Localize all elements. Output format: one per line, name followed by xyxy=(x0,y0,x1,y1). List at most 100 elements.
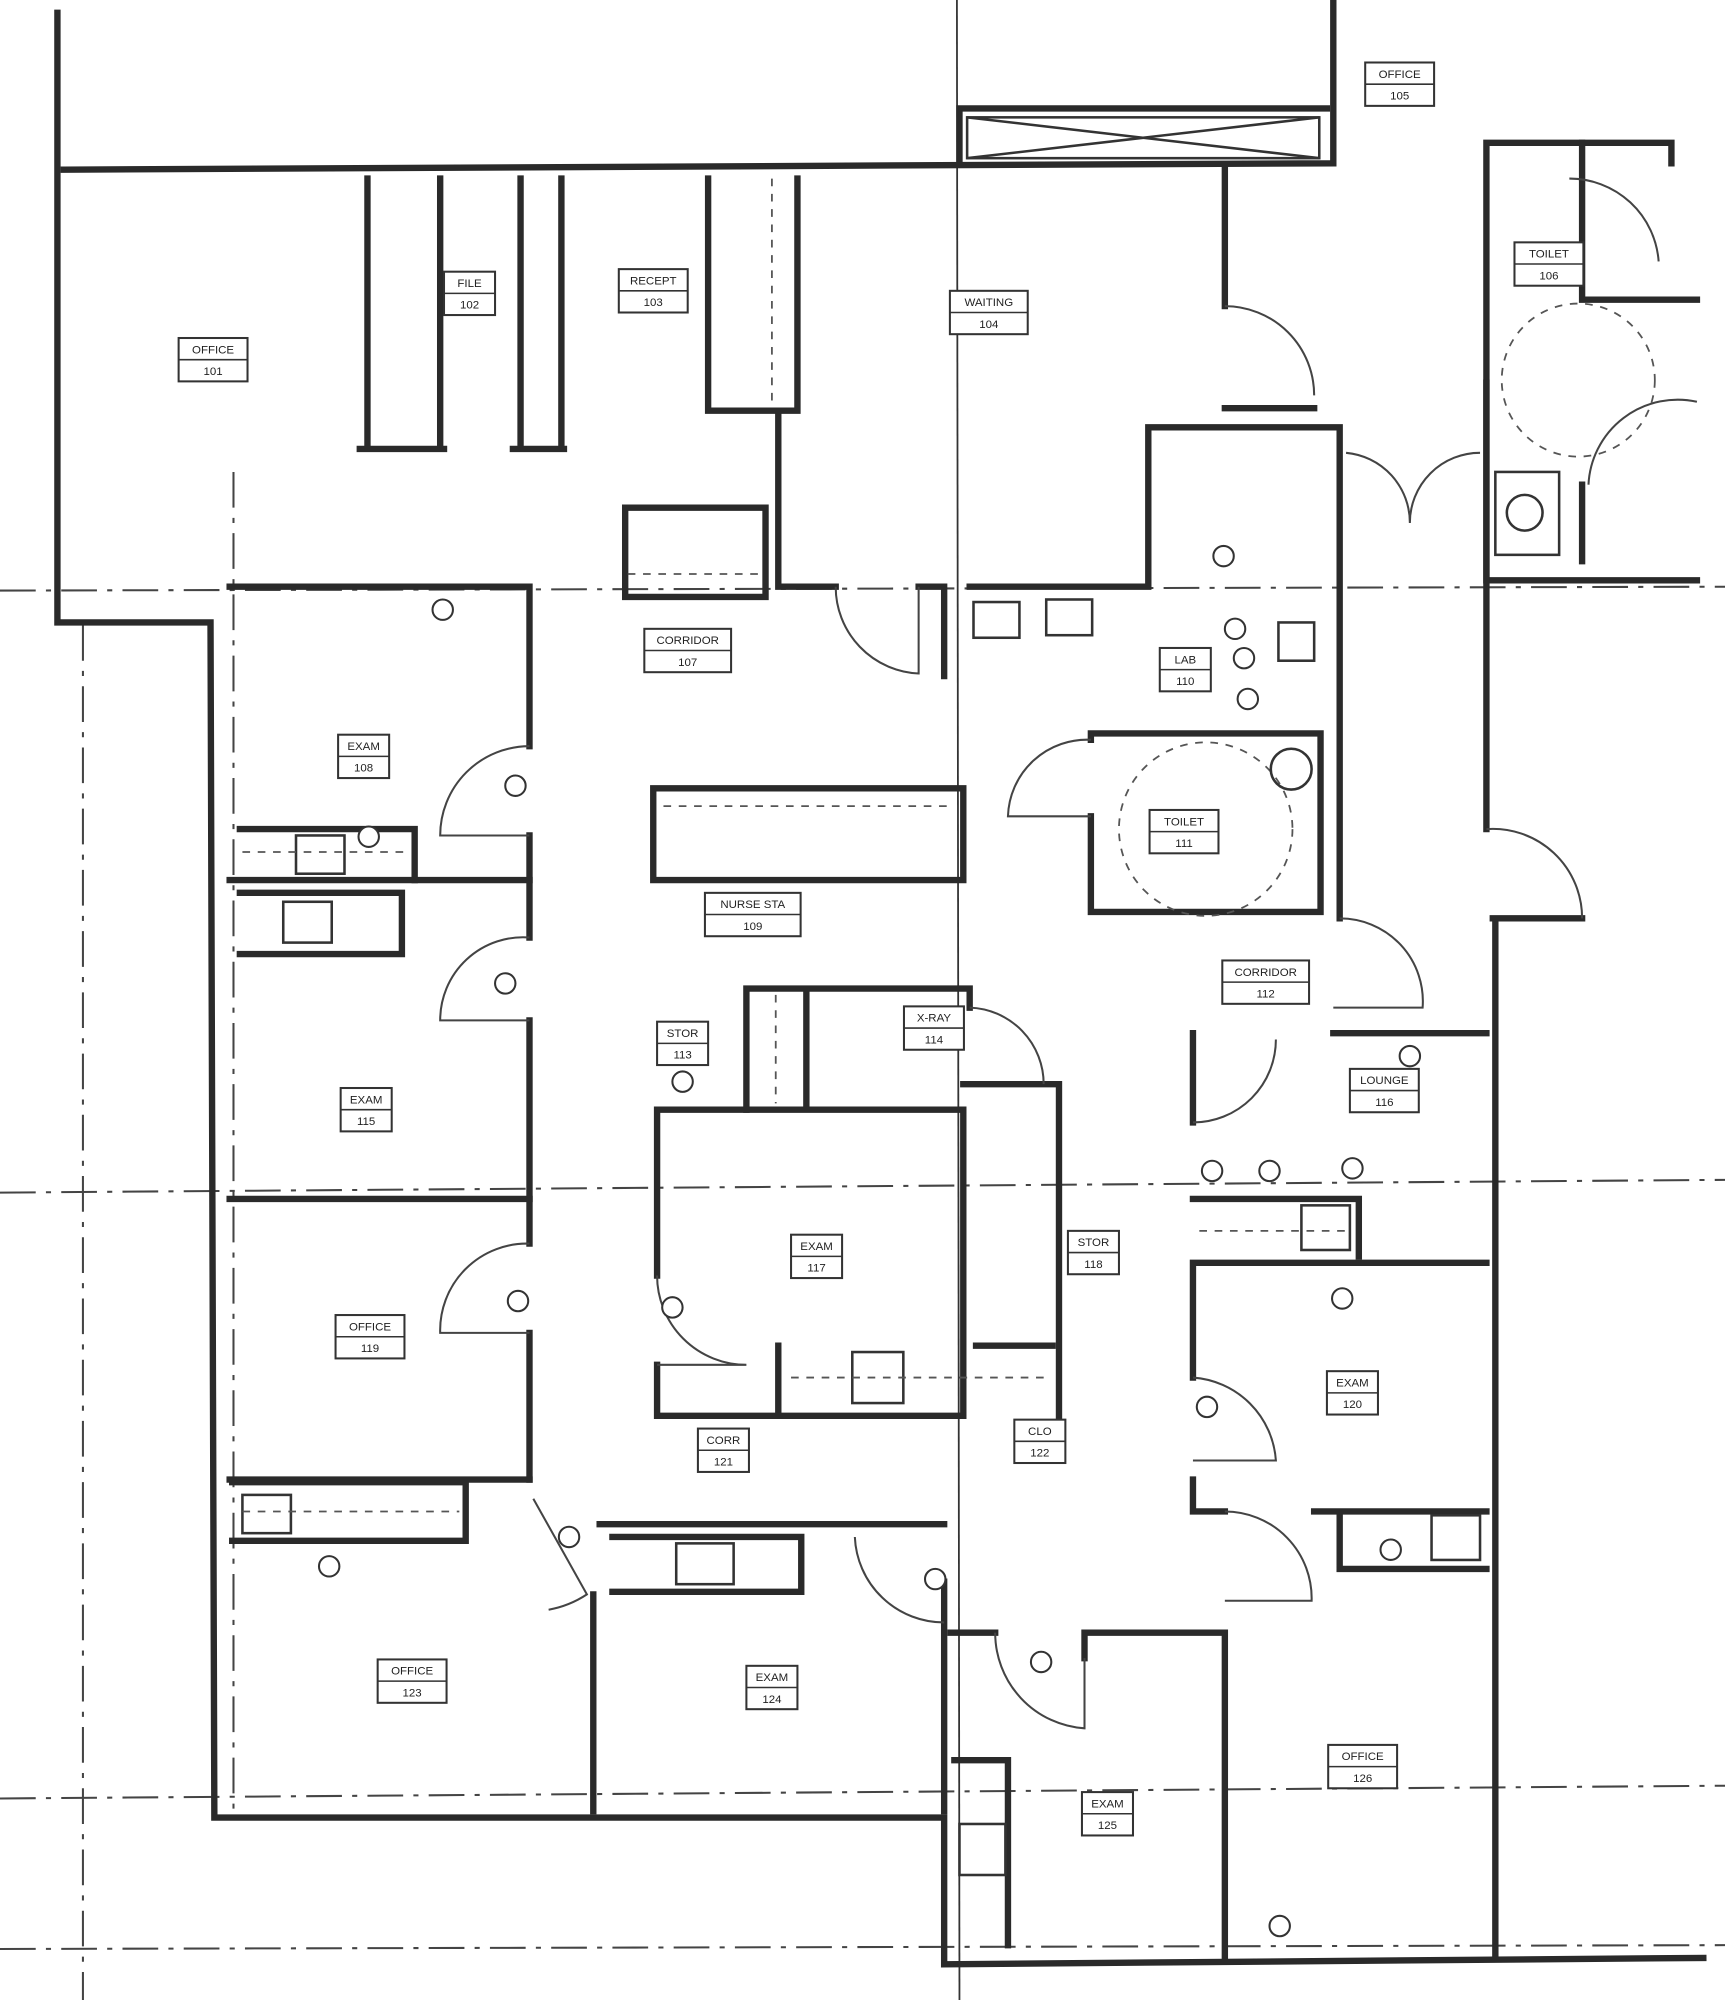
room-number: 101 xyxy=(204,366,223,378)
room-number: 123 xyxy=(403,1687,422,1699)
equipment-tag-icon xyxy=(431,598,454,621)
turning-circle xyxy=(1500,302,1656,458)
room-name: STOR xyxy=(667,1028,699,1040)
room-name: OFFICE xyxy=(192,344,234,356)
room-number: 122 xyxy=(1030,1448,1049,1460)
equipment-tag-icon xyxy=(923,1567,947,1591)
hatched-box xyxy=(965,116,1321,160)
sink-icon xyxy=(294,834,346,875)
room-name: EXAM xyxy=(756,1672,789,1684)
room-number: 124 xyxy=(762,1694,782,1706)
room-number: 125 xyxy=(1098,1820,1117,1832)
room-name: EXAM xyxy=(347,741,380,753)
room-name: LAB xyxy=(1174,654,1196,666)
room-label: OFFICE 101 xyxy=(177,336,249,383)
equipment-tag-icon xyxy=(1341,1157,1364,1180)
room-number: 103 xyxy=(644,297,663,309)
equipment-tags xyxy=(317,544,1422,1938)
room-name: NURSE STA xyxy=(720,899,785,911)
room-number: 111 xyxy=(1175,838,1192,850)
room-name: EXAM xyxy=(800,1241,833,1253)
room-label: EXAM 108 xyxy=(337,733,391,780)
room-name: OFFICE xyxy=(1342,1751,1384,1763)
room-label: WAITING 104 xyxy=(948,289,1029,336)
equipment-tag-icon xyxy=(1232,646,1256,670)
equipment-tag-icon xyxy=(1223,617,1247,641)
sink-icon xyxy=(674,1542,735,1586)
room-number: 118 xyxy=(1084,1259,1102,1271)
room-label: RECEPT 103 xyxy=(617,268,689,314)
equipment-tag-icon xyxy=(1236,687,1260,711)
equipment-tag-icon xyxy=(357,825,380,848)
sink-icon xyxy=(241,1493,293,1535)
room-name: CORRIDOR xyxy=(656,635,718,647)
room-label: LOUNGE 116 xyxy=(1348,1067,1420,1114)
room-number: 116 xyxy=(1375,1097,1393,1109)
sink-icon xyxy=(958,1822,1007,1877)
room-label: TOILET 106 xyxy=(1513,241,1585,287)
room-number: 110 xyxy=(1176,676,1194,688)
room-label: NURSE STA 109 xyxy=(703,891,802,938)
room-name: EXAM xyxy=(350,1094,383,1106)
equipment-tag-icon xyxy=(1268,1914,1291,1938)
equipment-tag-icon xyxy=(506,1289,530,1313)
room-name: TOILET xyxy=(1164,816,1204,828)
equipment-tag-icon xyxy=(1398,1044,1422,1068)
room-number: 102 xyxy=(460,300,479,312)
room-number: 121 xyxy=(714,1457,733,1469)
sink-icon xyxy=(1277,621,1316,662)
equipment-tag-icon xyxy=(504,774,527,797)
equipment-tag-icon xyxy=(1331,1287,1354,1310)
room-number: 108 xyxy=(354,763,373,775)
sink-icon xyxy=(1300,1204,1352,1252)
door-swings xyxy=(439,177,1698,1730)
room-number: 119 xyxy=(361,1343,379,1355)
room-number: 109 xyxy=(743,921,762,933)
equipment-tag-icon xyxy=(1212,544,1235,568)
room-number: 126 xyxy=(1353,1773,1372,1785)
room-label: OFFICE 119 xyxy=(334,1314,406,1360)
toilet-fixture xyxy=(1494,470,1561,557)
room-labels: OFFICE 101 FILE 102 RECEPT 103 WAITING 104 O… xyxy=(177,61,1585,1837)
equipment-tag-icon xyxy=(671,1070,694,1093)
room-name: TOILET xyxy=(1529,249,1569,261)
equipment-tag-icon xyxy=(1200,1159,1224,1183)
fixtures xyxy=(241,178,1656,1877)
room-number: 113 xyxy=(673,1050,691,1062)
equipment-tag-icon xyxy=(1029,1650,1053,1674)
room-name: OFFICE xyxy=(1379,69,1421,81)
sink-icon xyxy=(1430,1514,1482,1562)
room-number: 112 xyxy=(1257,988,1275,1000)
room-label: OFFICE 126 xyxy=(1327,1743,1399,1790)
room-name: LOUNGE xyxy=(1360,1075,1409,1087)
room-label: EXAM 124 xyxy=(745,1664,799,1711)
equipment-tag-icon xyxy=(557,1525,581,1549)
equipment-tag-icon xyxy=(1195,1395,1219,1419)
sink-icon xyxy=(281,900,334,944)
equipment-tag-icon xyxy=(661,1296,684,1319)
room-label: LAB 110 xyxy=(1158,646,1212,693)
room-name: CORR xyxy=(707,1435,741,1447)
room-name: FILE xyxy=(457,278,482,290)
room-name: CLO xyxy=(1028,1426,1052,1438)
room-name: RECEPT xyxy=(630,275,677,287)
room-number: 120 xyxy=(1343,1399,1362,1411)
room-name: OFFICE xyxy=(349,1321,391,1333)
room-number: 106 xyxy=(1539,270,1558,282)
room-name: WAITING xyxy=(964,297,1013,309)
room-number: 115 xyxy=(357,1116,375,1128)
room-number: 105 xyxy=(1390,90,1409,102)
room-label: EXAM 117 xyxy=(790,1233,844,1280)
room-number: 117 xyxy=(807,1263,825,1275)
room-number: 104 xyxy=(979,319,999,331)
turning-circle xyxy=(1118,741,1294,917)
room-label: CLO 122 xyxy=(1013,1418,1067,1465)
